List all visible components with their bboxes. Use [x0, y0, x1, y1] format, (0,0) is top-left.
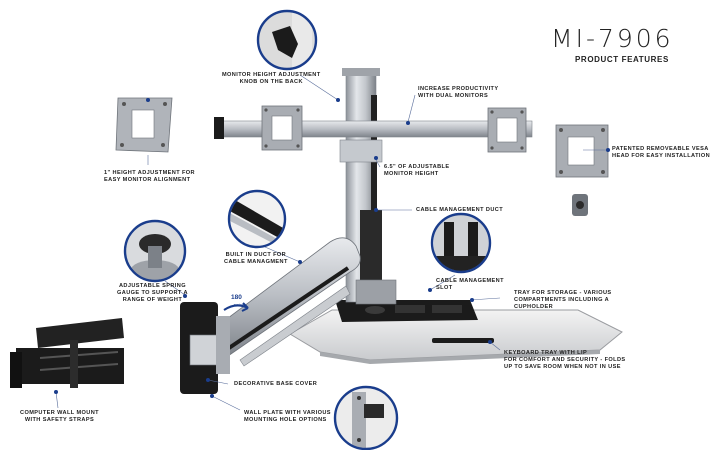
callout-cable-duct: CABLE MANAGEMENT DUCT: [416, 207, 504, 213]
vesa-plate-right: [487, 107, 527, 153]
vesa-plate-detail-left: [115, 97, 173, 153]
detail-wall-plate: [333, 385, 399, 450]
computer-wall-mount: [10, 318, 124, 388]
workstation-main: [180, 68, 623, 394]
callout-base-cover: DECORATIVE BASE COVER: [234, 381, 318, 387]
rotation-word: swivel: [234, 303, 246, 307]
articulating-arm: [211, 237, 361, 357]
callout-lines: [55, 74, 608, 411]
detail-spring-gauge: [123, 219, 187, 283]
detail-knob: [256, 9, 318, 71]
vesa-plate-detail-right: [555, 124, 609, 178]
rotation-degrees: 180: [231, 294, 242, 301]
callout-dots: [54, 98, 610, 398]
vesa-plate-left: [261, 105, 303, 151]
product-subtitle: PRODUCT FEATURES: [575, 55, 669, 64]
detail-cable-duct: [227, 189, 287, 249]
vesa-head-part: [572, 194, 588, 216]
detail-cable-slot: [430, 212, 492, 274]
rotation-arrow-icon: [223, 302, 249, 312]
keyboard-tray-lip: [432, 338, 494, 343]
product-title: MI-7906: [551, 24, 674, 53]
